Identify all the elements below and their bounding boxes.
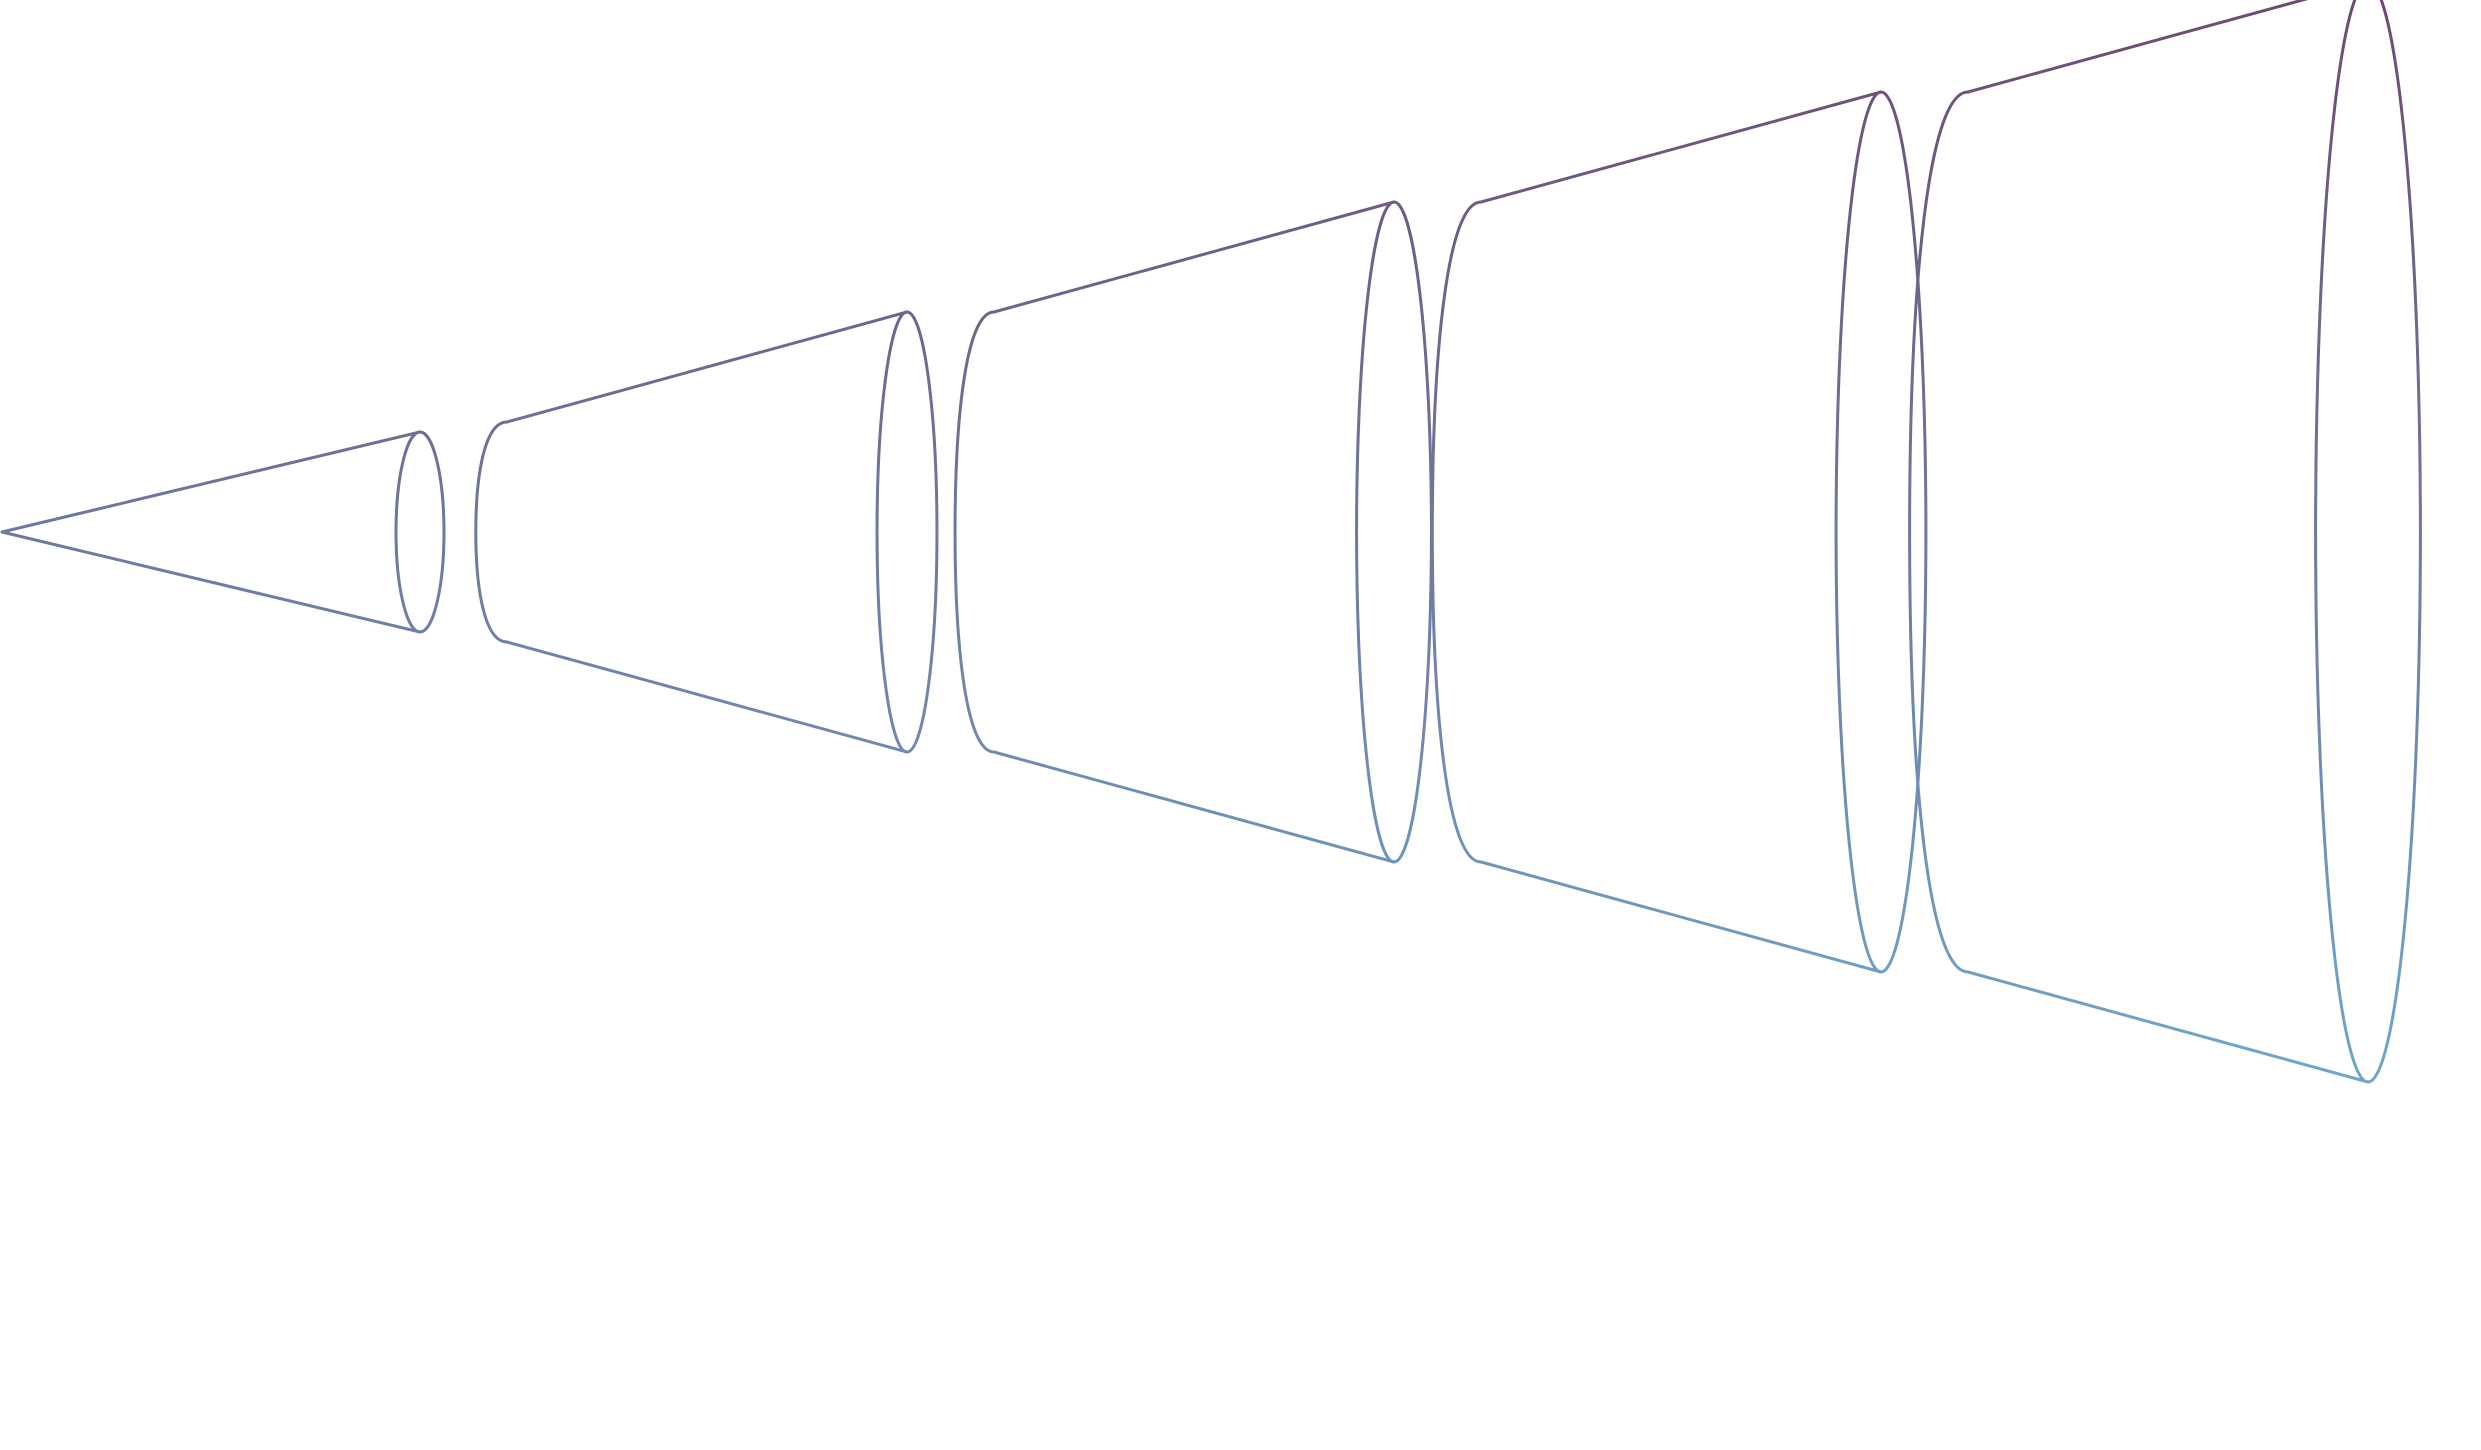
segment-left-rim	[953, 310, 996, 754]
segment-right-rim	[394, 430, 446, 634]
segment-bottom-edge	[1479, 860, 1883, 974]
segment-right-rim	[1355, 200, 1433, 864]
segment-top-edge	[505, 310, 909, 424]
segment-top-edge	[992, 200, 1396, 314]
segment-bottom-edge	[0, 530, 422, 634]
funnel-segment	[953, 200, 1433, 864]
segment-left-rim	[474, 420, 509, 644]
funnel-segment	[1430, 90, 1928, 974]
segment-bottom-edge	[505, 640, 909, 754]
segment-top-edge	[0, 430, 422, 534]
segment-right-rim	[875, 310, 939, 754]
segment-top-edge	[1479, 90, 1883, 204]
segment-left-rim	[1430, 200, 1483, 864]
funnel-segments	[0, 0, 2422, 1084]
segment-bottom-edge	[1966, 970, 2370, 1084]
segment-bottom-edge	[992, 750, 1396, 864]
funnel-segment	[1908, 0, 2422, 1084]
segment-left-rim	[1908, 90, 1970, 974]
segment-right-rim	[2314, 0, 2422, 1084]
funnel-segment	[0, 430, 446, 634]
funnel-segment	[474, 310, 939, 754]
segment-right-rim	[1834, 90, 1928, 974]
segment-top-edge	[1966, 0, 2309, 94]
